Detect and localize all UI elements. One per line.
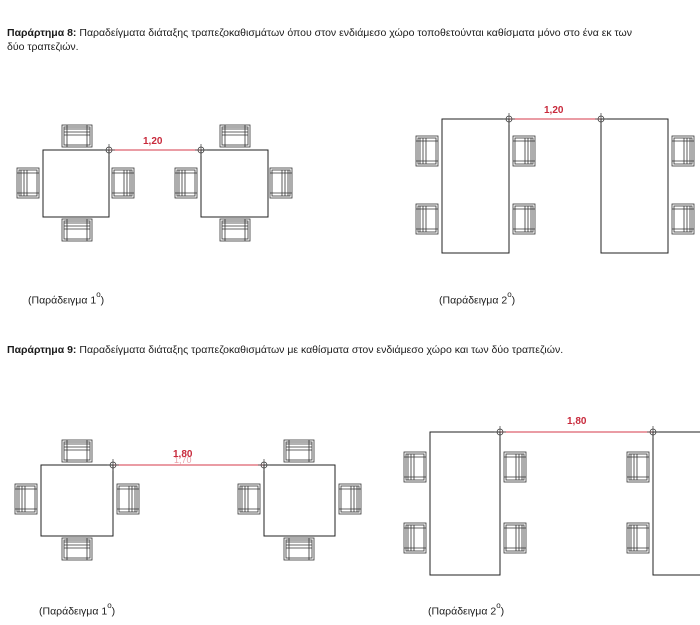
chair xyxy=(671,135,695,167)
annex-9-example-1-label: (Παράδειγμα 1ο) xyxy=(39,601,116,618)
rectangular-table xyxy=(441,118,510,254)
example-label-ordinal: ο xyxy=(496,601,501,610)
example-label-close: ) xyxy=(511,294,516,307)
chair xyxy=(14,483,38,515)
chair xyxy=(219,218,251,242)
rectangular-table xyxy=(600,118,669,254)
annex-9-text: Παραδείγματα διάταξης τραπεζοκαθισμάτων … xyxy=(76,344,564,356)
chair xyxy=(626,451,650,483)
chair xyxy=(503,522,527,554)
chair xyxy=(512,203,536,235)
chair xyxy=(219,124,251,148)
example-label-ordinal: ο xyxy=(107,601,112,610)
annex-8-caption: Παράρτημα 8: Παραδείγματα διάταξης τραπε… xyxy=(7,26,647,54)
chair xyxy=(338,483,362,515)
chair xyxy=(174,167,198,199)
square-table xyxy=(42,149,110,218)
example-label-text: (Παράδειγμα 2 xyxy=(428,605,497,618)
chair xyxy=(116,483,140,515)
chair xyxy=(61,537,93,561)
annex-8-example-2-label: (Παράδειγμα 2ο) xyxy=(439,290,516,307)
chair xyxy=(61,439,93,463)
rectangular-table xyxy=(652,431,700,576)
example-label-ordinal: ο xyxy=(96,290,101,299)
square-table xyxy=(200,149,269,218)
annex-8-example-2-plan: 1,20 xyxy=(415,105,695,254)
annex-8-example-1-plan: 1,20 xyxy=(16,124,293,242)
chair xyxy=(269,167,293,199)
example-label-close: ) xyxy=(111,605,116,618)
chair xyxy=(403,451,427,483)
dimension-label: 1,20 xyxy=(143,136,163,147)
example-label-close: ) xyxy=(500,605,505,618)
annex-9-caption: Παράρτημα 9: Παραδείγματα διάταξης τραπε… xyxy=(7,343,667,357)
example-label-ordinal: ο xyxy=(507,290,512,299)
chair xyxy=(403,522,427,554)
chair xyxy=(415,135,439,167)
dimension-ghost-label: 1,70 xyxy=(174,455,192,465)
chair xyxy=(512,135,536,167)
annex-9-example-2-plan: 1,80 xyxy=(403,416,700,576)
chair xyxy=(16,167,40,199)
chair xyxy=(283,439,315,463)
square-table xyxy=(40,464,114,537)
example-label-text: (Παράδειγμα 1 xyxy=(28,294,97,307)
chair xyxy=(503,451,527,483)
example-label-close: ) xyxy=(100,294,105,307)
annex-9-example-1-plan: 1,70 1,80 xyxy=(14,439,362,561)
chair xyxy=(415,203,439,235)
square-table xyxy=(263,464,336,537)
chair xyxy=(61,124,93,148)
dimension-label: 1,80 xyxy=(567,416,587,427)
chair xyxy=(671,203,695,235)
example-label-text: (Παράδειγμα 2 xyxy=(439,294,508,307)
annex-9-title: Παράρτημα 9: xyxy=(7,344,77,356)
rectangular-table xyxy=(429,431,501,576)
chair xyxy=(61,218,93,242)
dimension-label: 1,20 xyxy=(544,105,564,116)
annex-8-text: Παραδείγματα διάταξης τραπεζοκαθισμάτων … xyxy=(7,27,632,53)
dimension-label: 1,80 xyxy=(173,449,193,460)
annex-8-example-1-label: (Παράδειγμα 1ο) xyxy=(28,290,105,307)
annex-8-title: Παράρτημα 8: xyxy=(7,27,77,39)
annex-9-example-2-label: (Παράδειγμα 2ο) xyxy=(428,601,505,618)
chair xyxy=(237,483,261,515)
example-label-text: (Παράδειγμα 1 xyxy=(39,605,108,618)
chair xyxy=(283,537,315,561)
chair xyxy=(111,167,135,199)
chair xyxy=(626,522,650,554)
